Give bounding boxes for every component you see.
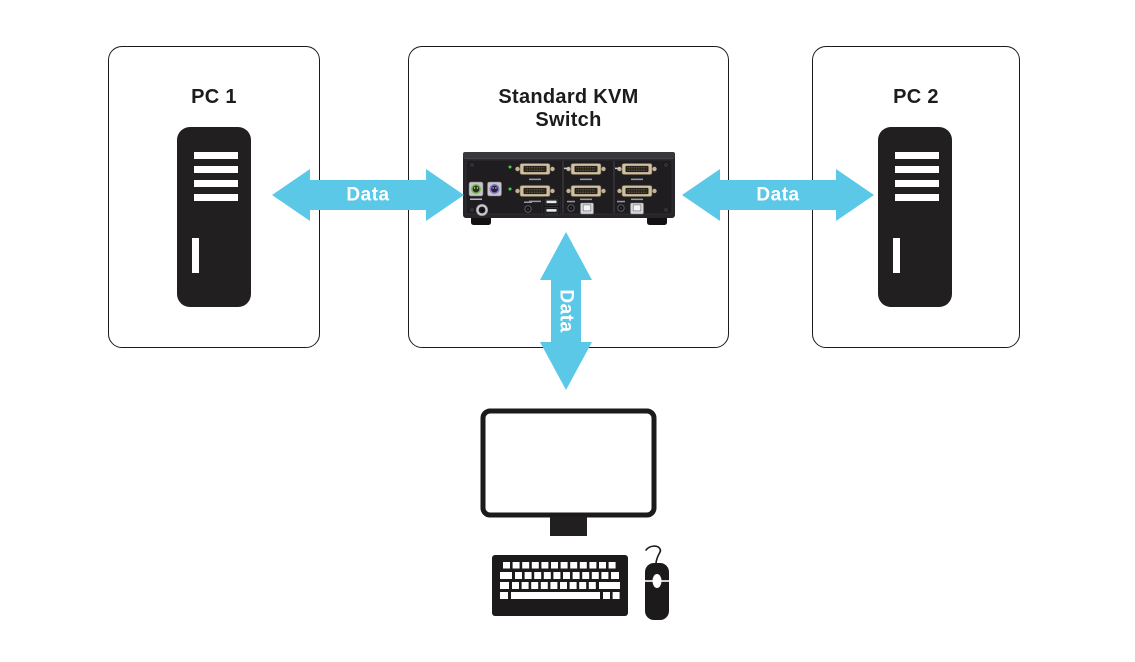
data-arrow-kvm-pc2: Data	[682, 169, 874, 221]
kvm-ps2-ports	[468, 181, 502, 200]
kvm-power-jack	[475, 203, 489, 217]
data-label-down: Data	[556, 289, 577, 332]
kvm-switch-image	[463, 152, 675, 225]
pc1-tower-icon	[177, 127, 251, 307]
kvm-foot	[471, 216, 491, 225]
data-label-left: Data	[346, 185, 389, 206]
pc2-title: PC 2	[893, 86, 939, 108]
kvm-title: Standard KVM Switch	[409, 86, 728, 132]
kvm-audio-jacks	[524, 200, 625, 213]
kvm-foot	[647, 216, 667, 225]
kvm-usb-ports	[542, 196, 644, 216]
kvm-title-line2: Switch	[535, 109, 602, 131]
kvm-title-line1: Standard KVM	[498, 86, 639, 108]
pc2-tower-icon	[878, 127, 952, 307]
pc1-title: PC 1	[191, 86, 237, 108]
data-arrow-pc1-kvm: Data	[272, 169, 464, 221]
keyboard-icon	[492, 555, 628, 616]
kvm-dvi-ports	[508, 163, 658, 203]
data-label-right: Data	[756, 185, 799, 206]
mouse-icon	[645, 545, 669, 620]
data-arrow-kvm-console: Data	[540, 232, 592, 390]
monitor-icon	[480, 408, 657, 536]
